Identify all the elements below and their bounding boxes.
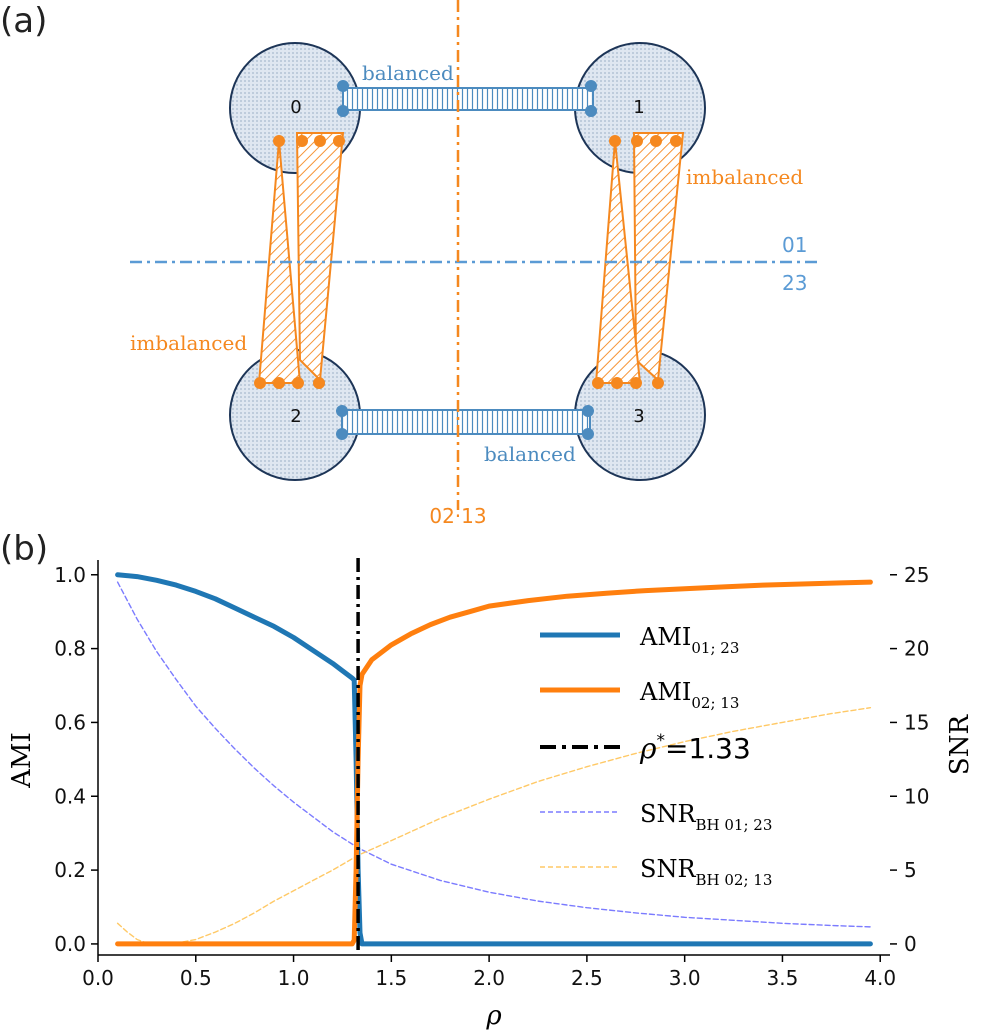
x-tick-label: 4.0 [864, 966, 896, 990]
legend-ami-01-23-sub: 01; 23 [691, 639, 739, 657]
legend-snr-02-13-base: SNR [640, 855, 696, 883]
legend-item-rho-star: ρ*=1.33 [540, 731, 751, 765]
legend-item-snr-01-23: SNRBH 01; 23 [540, 800, 772, 834]
series-line-0 [115, 572, 873, 947]
balanced-edge-bottom [336, 405, 594, 440]
panel-b-label: (b) [0, 529, 48, 569]
svg-text:AMI02; 13: AMI02; 13 [639, 678, 739, 712]
svg-text:AMI01; 23: AMI01; 23 [639, 623, 739, 657]
legend-rho-value: =1.33 [665, 732, 751, 765]
x-tick-label: 1.5 [375, 966, 407, 990]
x-tick-label: 3.0 [669, 966, 701, 990]
legend-rho-base: ρ [639, 732, 657, 765]
y-right-tick-label: 15 [904, 710, 929, 734]
x-tick-label: 2.5 [571, 966, 603, 990]
y-left-tick-label: 0.8 [54, 637, 86, 661]
legend-snr-01-23-sub: BH 01; 23 [696, 816, 773, 834]
left-axis-ticks: 0.0 0.2 0.4 0.6 0.8 1.0 [54, 563, 98, 956]
legend-item-ami-01-23: AMI01; 23 [540, 623, 739, 657]
node-2-label: 2 [290, 406, 301, 427]
svg-text:ρ*=1.33: ρ*=1.33 [639, 731, 751, 765]
node-0-label: 0 [290, 97, 301, 118]
legend-ami-01-23-base: AMI [639, 623, 691, 651]
svg-text:SNRBH 02; 13: SNRBH 02; 13 [640, 855, 772, 889]
x-tick-label: 0.5 [180, 966, 212, 990]
x-axis-label: ρ [485, 1001, 502, 1031]
legend-item-snr-02-13: SNRBH 02; 13 [540, 855, 772, 889]
imbalanced-edge-right [592, 132, 685, 389]
y-left-tick-label: 0.0 [54, 932, 86, 956]
left-axis-label: AMI [7, 732, 37, 789]
label-cut-23: 23 [782, 271, 807, 295]
legend-snr-01-23-base: SNR [640, 800, 696, 828]
series-layer [115, 572, 873, 947]
label-balanced-top: balanced [362, 61, 454, 85]
label-balanced-bottom: balanced [484, 442, 576, 466]
legend-ami-02-13-base: AMI [639, 678, 691, 706]
right-axis-ticks: 0 5 10 15 20 25 [890, 563, 929, 956]
series-line-1 [115, 579, 873, 947]
x-tick-label: 0.0 [82, 966, 114, 990]
label-imbalanced-right: imbalanced [686, 165, 803, 189]
x-tick-label: 3.5 [767, 966, 799, 990]
y-right-tick-label: 0 [904, 932, 917, 956]
legend-ami-02-13-sub: 02; 13 [691, 694, 739, 712]
y-left-tick-label: 1.0 [54, 563, 86, 587]
label-imbalanced-left: imbalanced [130, 331, 247, 355]
y-right-tick-label: 20 [904, 637, 929, 661]
panel-a-diagram: (a) 0 1 2 3 [0, 0, 820, 528]
series-line-2 [116, 581, 872, 928]
x-axis-ticks: 0.0 0.5 1.0 1.5 2.0 2.5 3.0 3.5 4.0 [82, 955, 896, 990]
y-right-tick-label: 10 [904, 784, 929, 808]
label-cut-02-13: 02·13 [429, 504, 486, 528]
y-left-tick-label: 0.6 [54, 710, 86, 734]
legend-snr-02-13-sub: BH 02; 13 [696, 871, 773, 889]
right-axis-label: SNR [945, 714, 975, 776]
legend-rho-sup: * [656, 731, 665, 751]
legend: AMI01; 23 AMI02; 13 ρ*=1.33 SNRBH 01; 23… [540, 623, 772, 889]
svg-text:SNRBH 01; 23: SNRBH 01; 23 [640, 800, 772, 834]
x-tick-label: 1.0 [278, 966, 310, 990]
y-left-tick-label: 0.4 [54, 784, 86, 808]
x-tick-label: 2.0 [473, 966, 505, 990]
node-1-label: 1 [633, 97, 644, 118]
imbalanced-edge-left [254, 132, 345, 389]
label-cut-01: 01 [782, 233, 807, 257]
node-3-label: 3 [633, 406, 644, 427]
panel-a-label: (a) [0, 1, 47, 41]
legend-item-ami-02-13: AMI02; 13 [540, 678, 739, 712]
y-right-tick-label: 25 [904, 563, 929, 587]
y-left-tick-label: 0.2 [54, 858, 86, 882]
balanced-edge-top [337, 80, 597, 117]
y-right-tick-label: 5 [904, 858, 917, 882]
